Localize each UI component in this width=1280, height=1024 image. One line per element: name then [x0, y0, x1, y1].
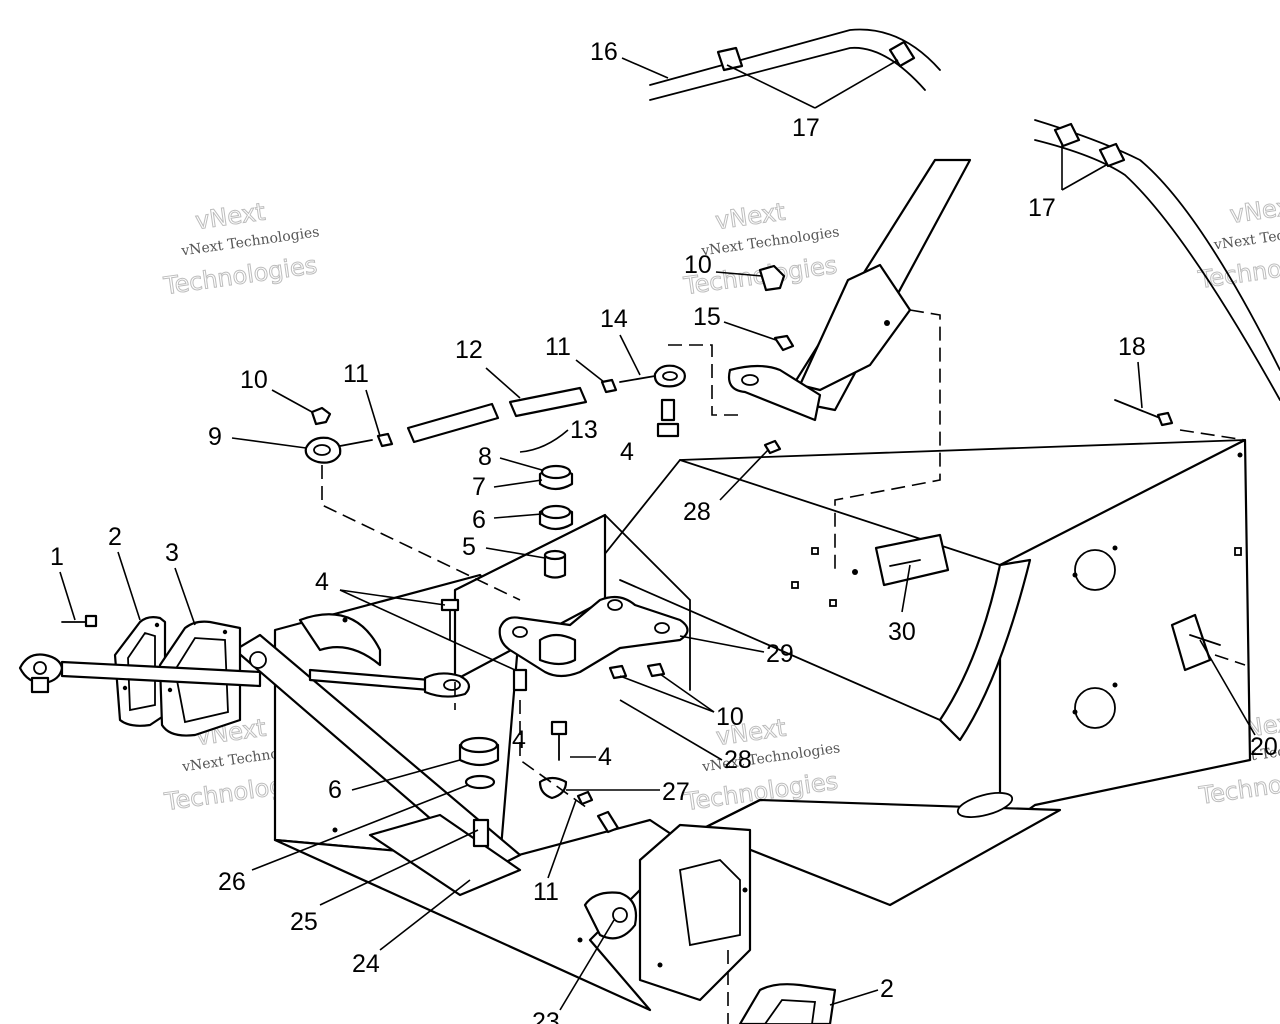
callout-11-a: 11 — [343, 360, 369, 388]
callout-28-b: 28 — [724, 746, 752, 774]
callout-11-c: 11 — [533, 878, 559, 906]
callout-27: 27 — [662, 778, 690, 806]
callout-10-a: 10 — [240, 366, 268, 394]
callout-18: 18 — [1118, 333, 1146, 361]
svg-text:vNext: vNext — [194, 198, 267, 235]
callout-4-b: 4 — [620, 438, 634, 466]
callout-28-a: 28 — [683, 498, 711, 526]
callout-10-b: 10 — [684, 251, 712, 279]
callout-11-b: 11 — [545, 333, 571, 361]
svg-text:Technologies: Technologies — [1196, 245, 1280, 294]
pedal-pad — [368, 813, 522, 897]
callout-6-a: 6 — [472, 506, 486, 534]
callout-8: 8 — [478, 443, 492, 471]
callout-4-d: 4 — [598, 743, 612, 771]
svg-text:vNext: vNext — [714, 198, 787, 235]
watermark-top-right: vNext vNext Technologies Technologies — [1195, 191, 1280, 295]
callout-10-c: 10 — [716, 703, 744, 731]
bell-crank-plate — [498, 595, 689, 678]
callout-17-b: 17 — [1028, 194, 1056, 222]
shift-lever-arm — [233, 633, 522, 872]
callout-15: 15 — [693, 303, 721, 331]
main-frame — [273, 438, 1252, 1012]
dashed-routing — [321, 309, 1246, 1024]
callout-2-right: 2 — [880, 975, 894, 1003]
callout-16: 16 — [590, 38, 618, 66]
handlebar-tube-right — [1034, 119, 1280, 401]
callout-14: 14 — [600, 305, 628, 333]
callout-4-a: 4 — [315, 568, 329, 596]
callout-5: 5 — [462, 533, 476, 561]
callout-6-b: 6 — [328, 776, 342, 804]
svg-text:vNext: vNext — [1228, 191, 1280, 228]
callout-3: 3 — [165, 539, 179, 567]
callout-25: 25 — [290, 908, 318, 936]
lower-right-bracket — [577, 823, 837, 1024]
bolt-group — [440, 398, 680, 848]
watermark-top-left: vNext vNext Technologies Technologies — [161, 197, 321, 301]
long-rod — [18, 614, 262, 694]
callout-26: 26 — [218, 868, 246, 896]
callout-17-a: 17 — [792, 114, 820, 142]
callout-4-c: 4 — [512, 726, 526, 754]
callout-7: 7 — [472, 473, 486, 501]
callout-23: 23 — [532, 1008, 560, 1024]
tie-rod-center — [308, 668, 471, 698]
callout-2-left: 2 — [108, 523, 122, 551]
right-brackets — [874, 399, 1221, 672]
watermark-top-center: vNext vNext Technologies Technologies — [681, 197, 841, 301]
upper-linkage — [304, 264, 795, 464]
callout-13: 13 — [570, 416, 598, 444]
callouts: 1 2 3 4 4 4 4 5 6 6 7 8 9 10 10 10 11 11 — [50, 38, 1278, 1024]
steering-post — [727, 158, 972, 422]
callout-29: 29 — [766, 640, 794, 668]
callout-1: 1 — [50, 543, 64, 571]
callout-9: 9 — [208, 423, 222, 451]
callout-20: 20 — [1250, 733, 1278, 761]
callout-12: 12 — [455, 336, 483, 364]
callout-30: 30 — [888, 618, 916, 646]
callout-24: 24 — [352, 950, 380, 978]
bushing-stack — [538, 464, 574, 579]
handlebar-tube-left — [649, 28, 941, 101]
